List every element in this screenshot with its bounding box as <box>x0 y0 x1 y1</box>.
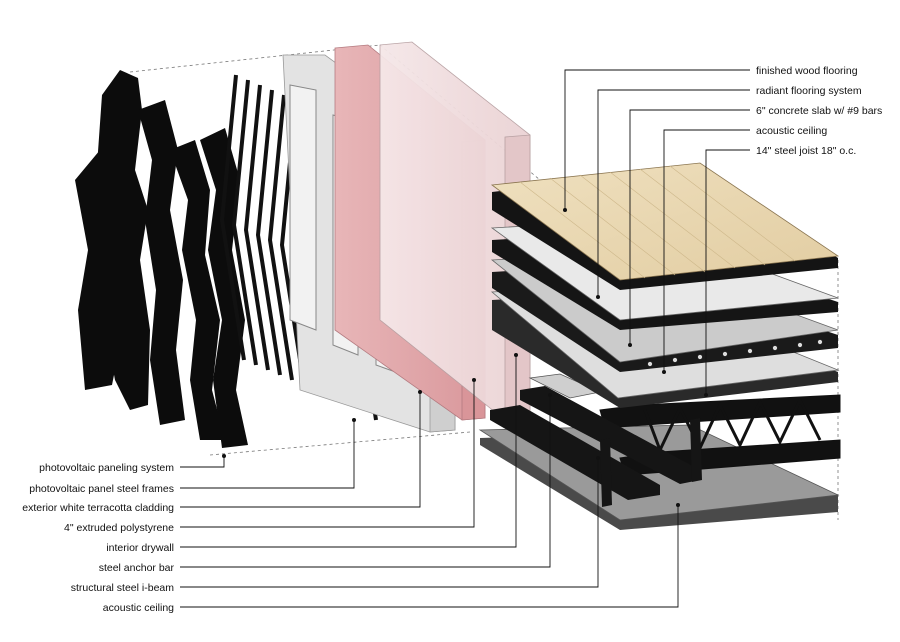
labels-left: photovoltaic paneling system photovoltai… <box>22 462 174 614</box>
label-finished-wood-flooring: finished wood flooring <box>756 65 858 77</box>
rebar-ends <box>647 339 823 367</box>
label-exterior-terracotta-cladding: exterior white terracotta cladding <box>22 502 174 514</box>
labels-right: finished wood flooring radiant flooring … <box>756 65 882 157</box>
label-structural-steel-i-beam: structural steel i-beam <box>71 582 175 594</box>
label-steel-anchor-bar: steel anchor bar <box>99 562 175 574</box>
label-photovoltaic-paneling-system: photovoltaic paneling system <box>39 462 174 474</box>
structural-steel-i-beams <box>490 386 702 507</box>
wood-grain-lines <box>519 165 796 279</box>
label-acoustic-ceiling-top: acoustic ceiling <box>756 125 827 137</box>
label-steel-joist: 14" steel joist 18" o.c. <box>756 145 856 157</box>
leader-dots-right <box>563 208 708 397</box>
label-radiant-flooring-system: radiant flooring system <box>756 85 862 97</box>
label-interior-drywall: interior drywall <box>106 542 174 554</box>
leader-lines-left <box>180 355 679 608</box>
leader-dots-left <box>222 353 680 507</box>
label-concrete-slab: 6" concrete slab w/ #9 bars <box>756 105 882 117</box>
finished-wood-flooring <box>490 162 840 290</box>
label-photovoltaic-panel-steel-frames: photovoltaic panel steel frames <box>29 483 174 495</box>
leader-lines-right <box>564 69 750 395</box>
photovoltaic-paneling-system <box>75 70 248 448</box>
label-extruded-polystyrene: 4" extruded polystyrene <box>64 522 174 534</box>
label-acoustic-ceiling-bottom: acoustic ceiling <box>103 602 174 614</box>
